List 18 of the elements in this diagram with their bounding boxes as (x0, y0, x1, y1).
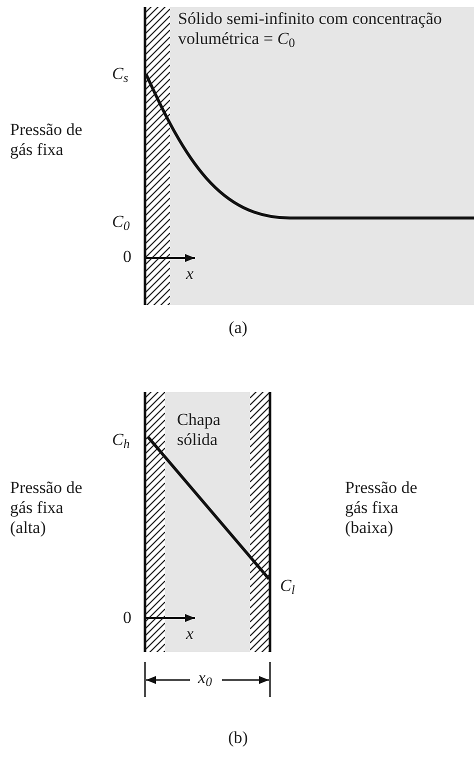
value-label: C$_{0}$ (112, 212, 131, 232)
region-label: Sólido semi-infinito com concentração volumétrica = C$_{0}$ (178, 9, 443, 49)
axis-label: x (186, 624, 195, 644)
value-label: C$_{h}$ (112, 430, 131, 450)
solid-region (165, 392, 250, 652)
axis-label: 0 (123, 247, 132, 267)
panel-label: (a) (228, 318, 248, 338)
region-label: Chapa sólida (177, 410, 222, 450)
axis-label: 0 (123, 608, 132, 628)
panel-label: (b) (227, 728, 249, 748)
axis-label: x (186, 264, 195, 284)
value-label: C$_{s}$ (112, 64, 130, 84)
side-label: Pressão de gás fixa (alta) (10, 478, 84, 538)
side-label: Pressão de gás fixa (10, 120, 84, 160)
solid-region (170, 7, 474, 305)
value-label: C$_{l}$ (280, 576, 296, 596)
side-label: Pressão de gás fixa (baixa) (345, 478, 418, 538)
dimension-label: x$_{0}$ (196, 668, 213, 688)
